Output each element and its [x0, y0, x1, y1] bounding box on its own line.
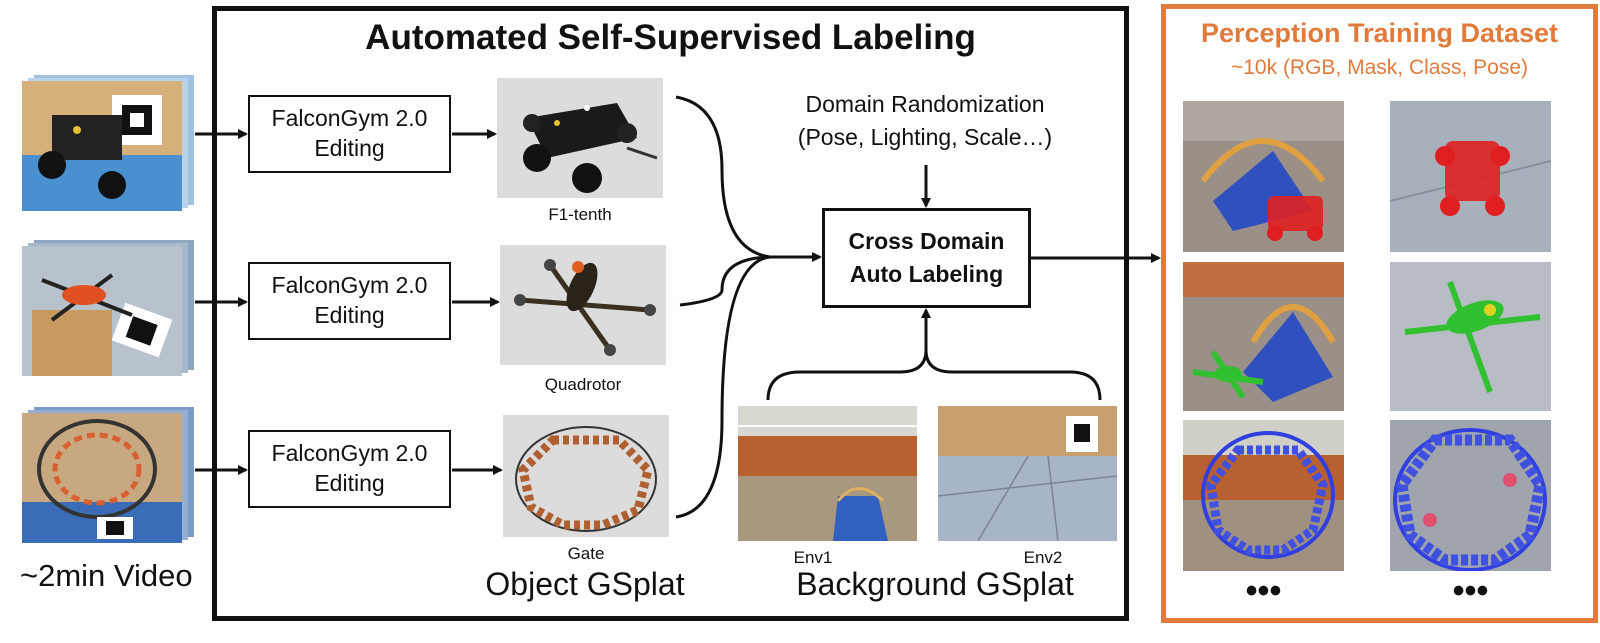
- object-image-quadrotor: [500, 245, 666, 365]
- object-gsplat-caption: Object GSplat: [485, 566, 685, 602]
- editing-box-car-line2: Editing: [314, 135, 385, 161]
- dataset-frame: [1161, 4, 1598, 623]
- video-stack-gate: [22, 407, 194, 543]
- cross-domain-line2: Auto Labeling: [849, 261, 1004, 287]
- dataset-ellipsis-left: •••: [1245, 572, 1282, 610]
- editing-box-quadrotor-line2: Editing: [314, 302, 385, 328]
- domain-randomization-line2: (Pose, Lighting, Scale…): [797, 124, 1053, 151]
- background-label-env1: Env1: [793, 548, 833, 567]
- object-label-f1tenth: F1-tenth: [548, 205, 612, 224]
- object-label-quadrotor: Quadrotor: [544, 375, 622, 394]
- video-stack-car: [22, 75, 194, 211]
- editing-box-car: FalconGym 2.0 Editing: [248, 95, 451, 173]
- dataset-image-gate-arena: [1183, 420, 1344, 571]
- object-label-gate: Gate: [567, 544, 605, 563]
- video-stack-quadrotor: [22, 240, 194, 376]
- domain-randomization-line1: Domain Randomization: [805, 91, 1045, 117]
- dataset-image-car: [1390, 101, 1551, 252]
- input-video-caption: ~2min Video: [20, 558, 193, 593]
- background-label-env2: Env2: [1023, 548, 1063, 567]
- editing-box-gate: FalconGym 2.0 Editing: [248, 430, 451, 508]
- background-image-env2: [938, 406, 1117, 541]
- editing-box-car-line1: FalconGym 2.0: [271, 105, 428, 132]
- object-image-gate: [503, 415, 669, 537]
- background-image-env1: [738, 406, 917, 541]
- dataset-image-gate-closeup: [1390, 420, 1551, 571]
- background-gsplat-caption: Background GSplat: [796, 566, 1074, 602]
- dataset-image-car-gate: [1183, 101, 1344, 252]
- object-image-f1tenth: [497, 78, 663, 198]
- pipeline-title: Automated Self-Supervised Labeling: [365, 18, 976, 57]
- dataset-ellipsis-right: •••: [1452, 572, 1489, 610]
- editing-box-quadrotor: FalconGym 2.0 Editing: [248, 262, 451, 340]
- domain-randomization-text: Domain Randomization (Pose, Lighting, Sc…: [740, 88, 1110, 155]
- labeling-pipeline-frame: [212, 6, 1129, 621]
- cross-domain-auto-labeling-box: Cross Domain Auto Labeling: [822, 208, 1031, 308]
- dataset-image-quad: [1390, 262, 1551, 411]
- dataset-title: Perception Training Dataset: [1200, 18, 1559, 48]
- dataset-subtitle: ~10k (RGB, Mask, Class, Pose): [1230, 56, 1528, 79]
- dataset-image-quad-gate: [1183, 262, 1344, 411]
- editing-box-gate-line2: Editing: [314, 470, 385, 496]
- editing-box-quadrotor-line1: FalconGym 2.0: [271, 272, 428, 299]
- editing-box-gate-line1: FalconGym 2.0: [271, 440, 428, 467]
- cross-domain-line1: Cross Domain: [848, 227, 1005, 254]
